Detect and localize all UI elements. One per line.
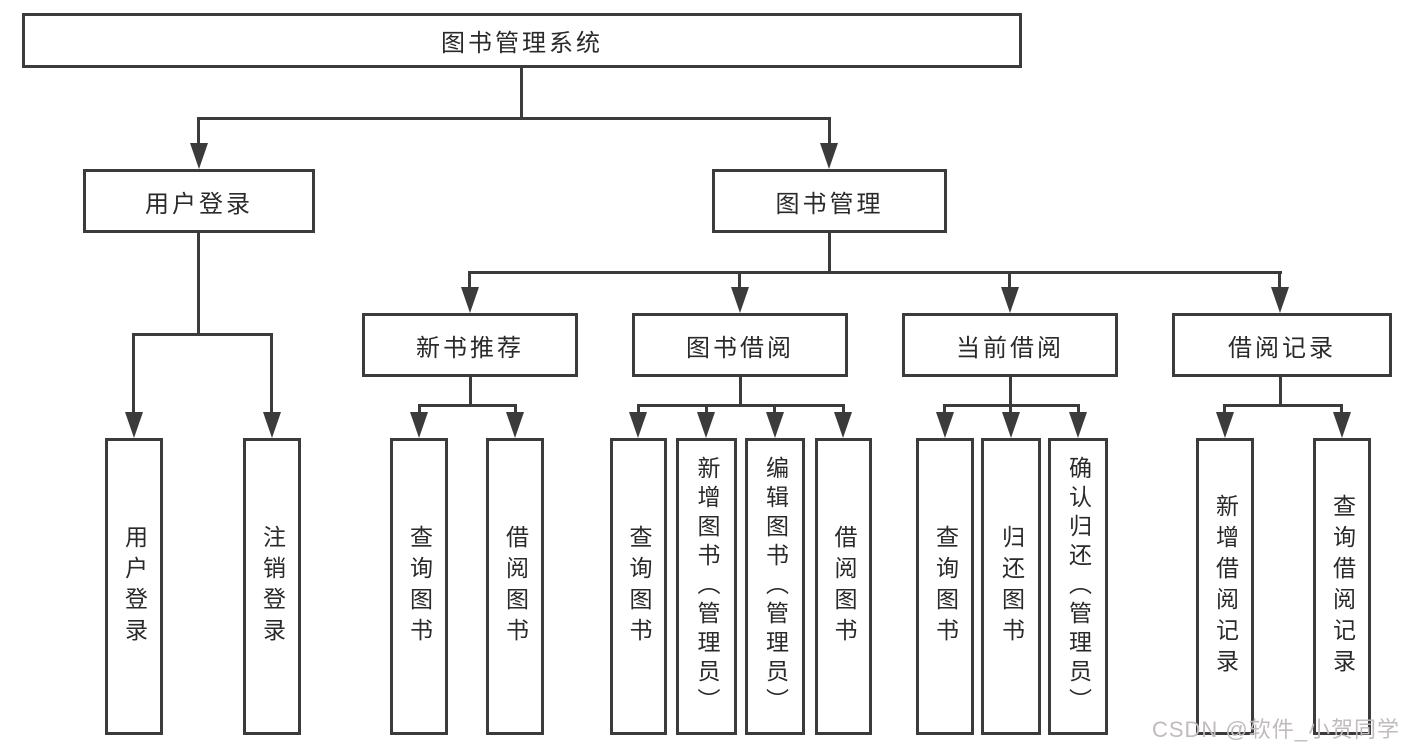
node-leaf-search-books-recommend: 查询图书 xyxy=(390,438,448,735)
arrow-to-nb-search xyxy=(410,412,428,438)
connector-stem-bb-edit xyxy=(773,404,776,415)
node-book-borrowing: 图书借阅 xyxy=(632,313,848,377)
node-leaf-confirm-return-admin: 确认归还（管理员） xyxy=(1048,438,1108,735)
arrow-to-book-management xyxy=(820,143,838,169)
connector-stem-bb-borrow xyxy=(842,404,845,415)
connector-stem-cb-return xyxy=(1009,404,1012,415)
connector-stem-br-add xyxy=(1223,404,1226,415)
connector-level3-hline xyxy=(469,271,1282,274)
connector-stem-book-management xyxy=(828,117,831,146)
arrow-to-cb-confirm xyxy=(1069,412,1087,438)
node-leaf-add-borrow-record-label: 新增借阅记录 xyxy=(1212,493,1239,680)
node-leaf-borrow-books-recommend: 借阅图书 xyxy=(486,438,544,735)
arrow-to-borrow-records xyxy=(1271,287,1289,313)
connector-stem-bb-search xyxy=(637,404,640,415)
connector-stem-current-borrow xyxy=(1008,271,1011,289)
node-leaf-search-books-recommend-label: 查询图书 xyxy=(406,524,433,649)
arrow-to-bb-edit xyxy=(766,412,784,438)
connector-borrow-records-hline xyxy=(1223,404,1342,407)
arrow-to-bb-borrow xyxy=(834,412,852,438)
node-leaf-borrow-books-recommend-label: 借阅图书 xyxy=(502,524,529,649)
arrow-to-br-search xyxy=(1333,412,1351,438)
node-current-borrowing-label: 当前借阅 xyxy=(956,334,1064,362)
arrow-to-leaf-logout xyxy=(263,412,281,438)
arrow-to-current-borrow xyxy=(1001,287,1019,313)
node-root: 图书管理系统 xyxy=(22,13,1022,68)
arrow-to-nb-borrow xyxy=(506,412,524,438)
node-book-management-label: 图书管理 xyxy=(775,190,884,218)
node-leaf-return-books: 归还图书 xyxy=(981,438,1041,735)
connector-root-drop xyxy=(520,68,523,120)
connector-stem-new-book xyxy=(468,271,471,289)
node-book-borrowing-label: 图书借阅 xyxy=(686,334,794,362)
connector-level2-hline xyxy=(197,117,831,120)
node-current-borrowing: 当前借阅 xyxy=(902,313,1118,377)
node-leaf-borrow-books-label: 借阅图书 xyxy=(831,524,857,649)
connector-user-login-hline xyxy=(132,333,273,336)
csdn-watermark: CSDN @软件_小贺同学 xyxy=(1151,717,1400,742)
node-leaf-logout: 注销登录 xyxy=(243,438,301,735)
connector-stem-leaf-user-login xyxy=(132,333,135,413)
connector-borrow-records-drop xyxy=(1279,377,1282,407)
connector-new-book-drop xyxy=(469,377,472,407)
connector-book-borrow-hline xyxy=(637,404,844,407)
connector-stem-cb-search xyxy=(943,404,946,415)
node-borrowing-records-label: 借阅记录 xyxy=(1228,334,1336,362)
node-leaf-return-books-label: 归还图书 xyxy=(998,524,1025,649)
node-leaf-add-borrow-record: 新增借阅记录 xyxy=(1196,438,1254,735)
connector-book-management-drop xyxy=(828,233,831,274)
connector-stem-user-login xyxy=(197,117,200,146)
arrow-to-new-book xyxy=(461,287,479,313)
node-leaf-borrow-books: 借阅图书 xyxy=(815,438,872,735)
arrow-to-leaf-user-login xyxy=(125,412,143,438)
node-leaf-search-books-current-label: 查询图书 xyxy=(932,524,959,649)
connector-stem-bb-add xyxy=(705,404,708,415)
connector-stem-cb-confirm xyxy=(1077,404,1080,415)
node-user-login-label: 用户登录 xyxy=(145,190,253,218)
arrow-to-user-login xyxy=(190,143,208,169)
node-book-management: 图书管理 xyxy=(712,169,947,233)
node-leaf-search-books-current: 查询图书 xyxy=(916,438,974,735)
arrow-to-cb-return xyxy=(1002,412,1020,438)
arrow-to-book-borrow xyxy=(731,287,749,313)
node-leaf-search-borrow-record-label: 查询借阅记录 xyxy=(1329,493,1356,680)
node-leaf-user-login-label: 用户登录 xyxy=(121,524,148,649)
node-user-login: 用户登录 xyxy=(83,169,315,233)
connector-stem-nb-search xyxy=(418,404,421,415)
node-leaf-edit-books-admin-label: 编辑图书（管理员） xyxy=(762,456,789,717)
connector-stem-book-borrow xyxy=(738,271,741,289)
connector-current-borrow-drop xyxy=(1009,377,1012,407)
node-new-book-recommendation: 新书推荐 xyxy=(362,313,578,377)
node-leaf-search-books-borrow-label: 查询图书 xyxy=(626,524,652,649)
connector-stem-br-search xyxy=(1340,404,1343,415)
arrow-to-cb-search xyxy=(936,412,954,438)
connector-book-borrow-drop xyxy=(739,377,742,407)
arrow-to-br-add xyxy=(1216,412,1234,438)
connector-stem-borrow-records xyxy=(1278,271,1281,289)
node-leaf-user-login: 用户登录 xyxy=(105,438,163,735)
connector-stem-nb-borrow xyxy=(514,404,517,415)
connector-user-login-drop xyxy=(197,233,200,336)
node-leaf-search-books-borrow: 查询图书 xyxy=(610,438,667,735)
node-leaf-logout-label: 注销登录 xyxy=(259,524,286,649)
connector-stem-leaf-logout xyxy=(270,333,273,413)
node-leaf-search-borrow-record: 查询借阅记录 xyxy=(1313,438,1371,735)
node-new-book-recommendation-label: 新书推荐 xyxy=(416,334,524,362)
node-root-label: 图书管理系统 xyxy=(441,30,603,57)
node-borrowing-records: 借阅记录 xyxy=(1172,313,1392,377)
arrow-to-bb-search xyxy=(629,412,647,438)
node-leaf-add-books-admin: 新增图书（管理员） xyxy=(676,438,737,735)
connector-new-book-hline xyxy=(418,404,516,407)
node-leaf-confirm-return-admin-label: 确认归还（管理员） xyxy=(1065,456,1092,717)
node-leaf-edit-books-admin: 编辑图书（管理员） xyxy=(745,438,805,735)
node-leaf-add-books-admin-label: 新增图书（管理员） xyxy=(694,456,720,717)
arrow-to-bb-add xyxy=(697,412,715,438)
